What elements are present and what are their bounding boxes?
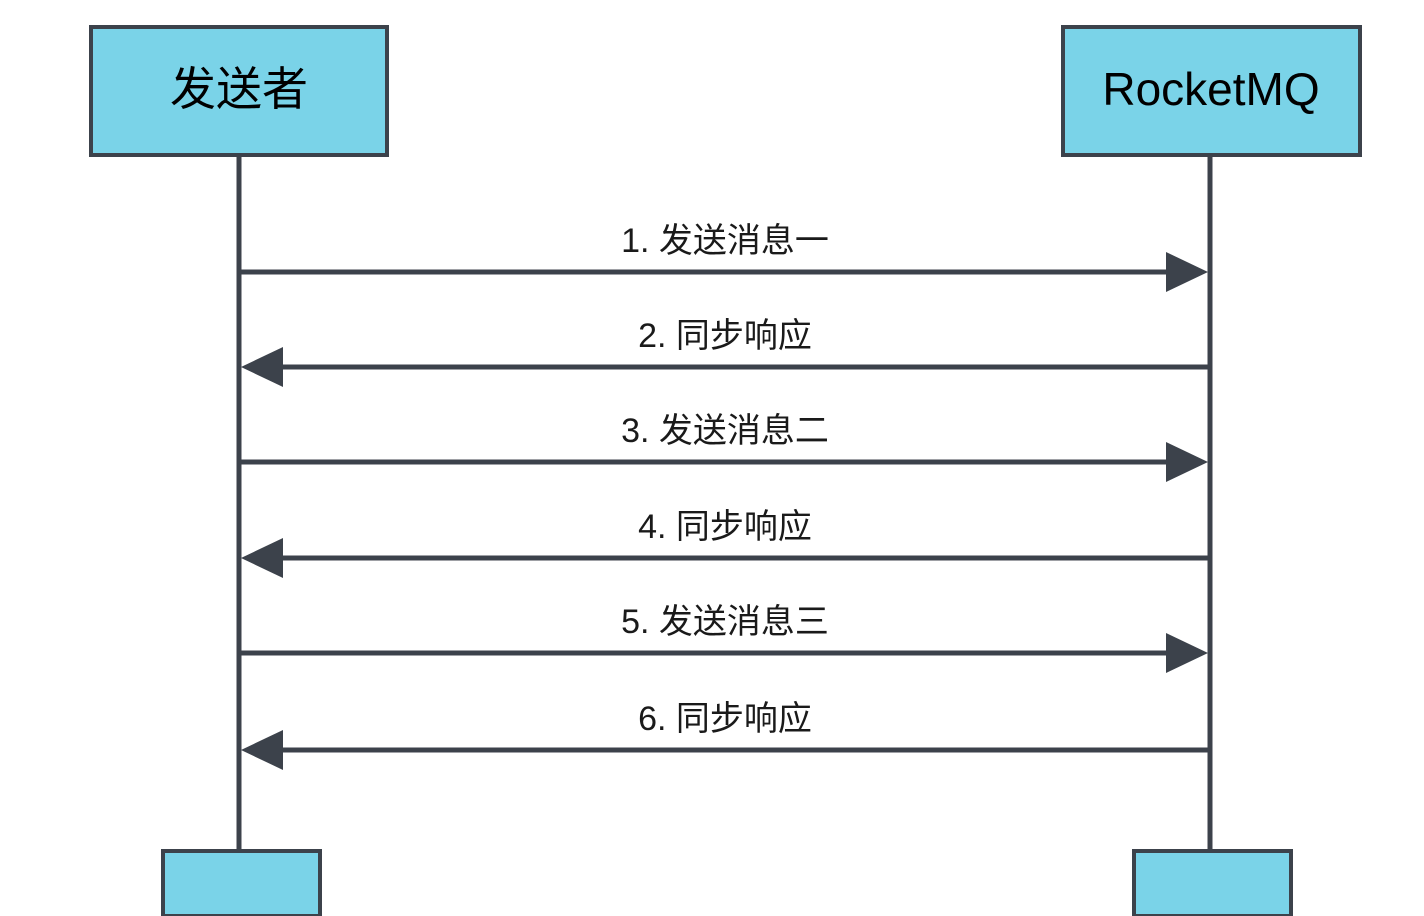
message-3-label: 3. 发送消息二 xyxy=(621,412,829,450)
participant-box-sender[interactable] xyxy=(89,25,389,157)
message-4[interactable]: 4. 同步响应 xyxy=(241,508,1208,578)
message-2[interactable]: 2. 同步响应 xyxy=(241,317,1208,387)
message-6-arrowhead-left xyxy=(241,730,283,770)
message-6[interactable]: 6. 同步响应 xyxy=(241,700,1208,770)
message-6-label: 6. 同步响应 xyxy=(638,700,812,738)
participant-label-sender: 发送者 xyxy=(170,63,308,115)
lifelines xyxy=(236,155,1213,851)
message-2-arrowhead-left xyxy=(241,347,283,387)
message-1[interactable]: 1. 发送消息一 xyxy=(241,222,1208,292)
participant-head-sender[interactable]: 发送者 xyxy=(89,25,389,157)
participant-foot-box-sender[interactable] xyxy=(161,849,322,916)
message-3[interactable]: 3. 发送消息二 xyxy=(241,412,1208,482)
message-4-label: 4. 同步响应 xyxy=(638,508,812,546)
participant-label-rocketmq: RocketMQ xyxy=(1102,63,1319,115)
message-1-label: 1. 发送消息一 xyxy=(621,222,829,260)
message-2-label: 2. 同步响应 xyxy=(638,317,812,355)
participant-foot-box-rocketmq[interactable] xyxy=(1132,849,1293,916)
message-4-arrowhead-left xyxy=(241,538,283,578)
participant-head-rocketmq[interactable]: RocketMQ xyxy=(1061,25,1362,157)
message-3-arrowhead-right xyxy=(1166,442,1208,482)
message-1-arrowhead-right xyxy=(1166,252,1208,292)
message-5[interactable]: 5. 发送消息三 xyxy=(241,603,1208,673)
participant-box-rocketmq[interactable] xyxy=(1061,25,1362,157)
message-5-arrowhead-right xyxy=(1166,633,1208,673)
message-5-label: 5. 发送消息三 xyxy=(621,603,829,641)
